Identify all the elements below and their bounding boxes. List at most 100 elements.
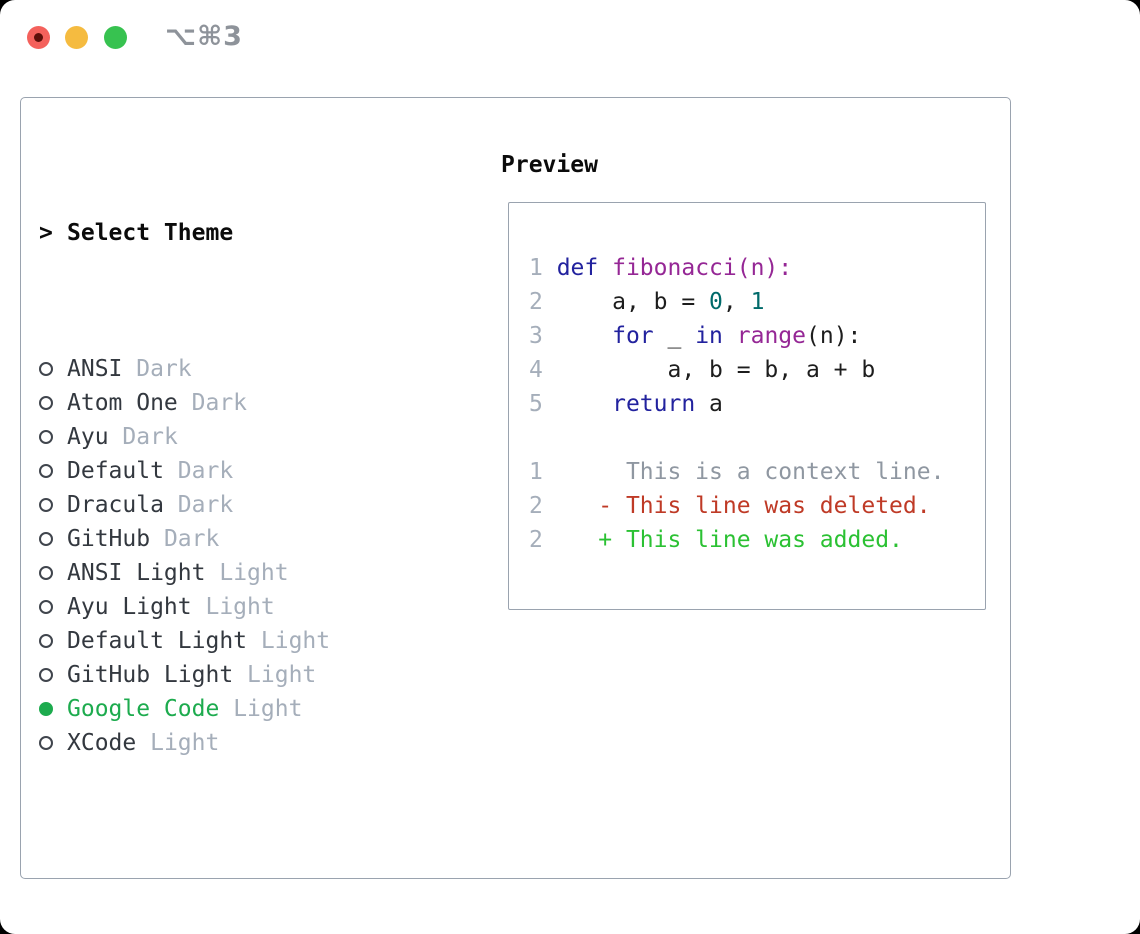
theme-option[interactable]: Ayu Dark [39,420,427,454]
theme-variant: Dark [136,356,192,382]
radio-icon [39,532,53,546]
select-theme-header-row: > Select Theme [39,216,427,250]
theme-option[interactable]: Default Light Light [39,624,427,658]
radio-icon [39,498,53,512]
line-number: 3 [529,323,557,349]
code-token: a, b = [556,289,710,315]
code-token: range [736,323,806,349]
code-token [557,391,612,417]
theme-option[interactable]: Ayu Light Light [39,590,427,624]
zoom-button-icon[interactable] [104,26,127,49]
code-token: a [695,391,723,417]
code-token: , [722,289,751,315]
code-token: return [612,391,696,417]
theme-name: GitHub Light [67,662,234,688]
separator [109,420,123,454]
separator [164,454,178,488]
radio-icon [39,668,53,682]
line-number: 2 [529,493,599,519]
diff-text: - This line was deleted. [598,493,931,519]
theme-variant: Light [205,594,275,620]
separator [150,522,164,556]
prompt-caret-icon: > [39,220,53,246]
theme-name: ANSI [67,356,123,382]
separator [247,624,261,658]
theme-variant: Light [150,730,220,756]
separator [219,692,233,726]
diff-text: + This line was added. [598,527,903,553]
separator [164,488,178,522]
theme-variant: Dark [122,424,178,450]
radio-icon [39,464,53,478]
select-theme-heading: Select Theme [67,220,234,246]
code-token: 0 [709,289,723,315]
theme-name: XCode [67,730,137,756]
theme-name: Default Light [67,628,248,654]
preview-heading: Preview [501,152,598,178]
theme-option[interactable]: GitHub Dark [39,522,427,556]
theme-option[interactable]: GitHub Light Light [39,658,427,692]
theme-option[interactable]: ANSI Light Light [39,556,427,590]
separator [122,352,136,386]
code-token: a, b = b, a + b [556,357,876,383]
theme-name: Google Code [67,696,220,722]
radio-icon [39,566,53,580]
code-token [598,255,612,281]
theme-option[interactable]: XCode Light [39,726,427,760]
spacer [529,421,944,455]
line-number: 2 [529,289,557,315]
theme-name: Dracula [67,492,164,518]
theme-variant: Dark [177,492,234,518]
theme-name: GitHub [67,526,151,552]
diff-line: 2 - This line was deleted. [529,489,944,523]
theme-option[interactable]: Google Code Light [39,692,427,726]
code-token: 1 [750,289,765,315]
theme-variant: Light [247,662,317,688]
theme-name: Default [67,458,164,484]
radio-icon [39,396,53,410]
radio-icon [39,600,53,614]
diff-line: 2 + This line was added. [529,523,944,557]
separator [178,386,192,420]
radio-selected-icon [39,702,53,716]
theme-name: Atom One [67,390,178,416]
separator [192,590,206,624]
code-token: def [556,255,599,281]
separator [233,658,247,692]
window-title: ⌥⌘3 [165,21,243,52]
theme-option[interactable]: ANSI Dark [39,352,427,386]
code-line: 5 return a [529,387,944,421]
code-token: fibonacci(n): [612,255,793,281]
theme-variant: Dark [163,526,220,552]
code-token [723,323,737,349]
theme-option[interactable]: Dracula Dark [39,488,427,522]
diff-text: This is a context line. [598,459,945,485]
line-number: 2 [529,527,599,553]
minimize-button-icon[interactable] [65,26,88,49]
radio-icon [39,634,53,648]
line-number: 1 [529,255,557,281]
radio-icon [39,736,53,750]
separator [136,726,150,760]
theme-variant: Light [260,628,331,654]
theme-variant: Light [219,560,289,586]
close-button-icon[interactable] [27,26,50,49]
code-token: _ [653,323,696,349]
code-line: 1 def fibonacci(n): [529,251,944,285]
theme-name: ANSI Light [67,560,206,586]
theme-option[interactable]: Atom One Dark [39,386,427,420]
code-line: 4 a, b = b, a + b [529,353,944,387]
radio-icon [39,430,53,444]
code-token [557,323,612,349]
code-token: in [695,323,723,349]
separator [205,556,219,590]
code-token: (n): [806,323,862,349]
theme-variant: Dark [177,458,234,484]
theme-option[interactable]: Default Dark [39,454,427,488]
spacer [39,862,427,896]
radio-icon [39,362,53,376]
